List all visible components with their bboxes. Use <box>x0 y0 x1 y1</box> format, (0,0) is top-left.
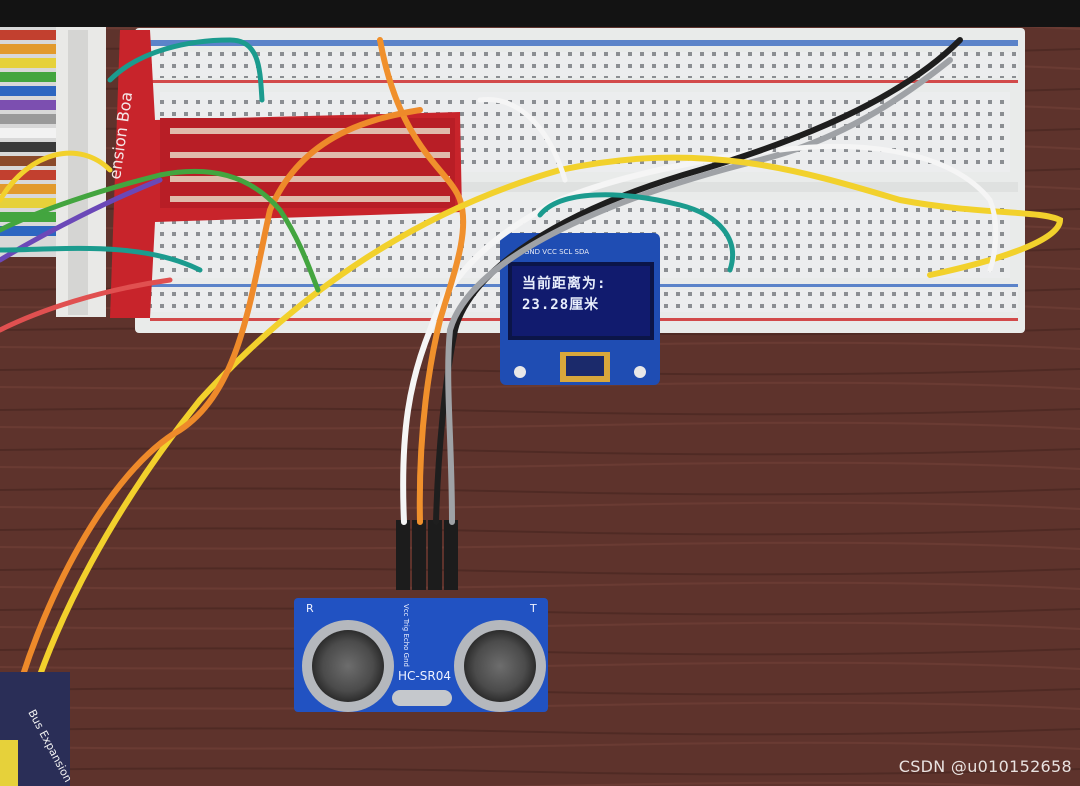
bus-expansion-board: Bus Expansion <box>0 672 75 786</box>
jumper-wires <box>0 37 1064 743</box>
oled-distance-value: 23.28厘米 <box>522 297 600 313</box>
oled-display-text: 当前距离为: 23.28厘米 <box>522 274 606 316</box>
sensor-pin-labels: Vcc Trig Echo Gnd <box>402 604 410 667</box>
sensor-receiver-mark: R <box>306 602 314 615</box>
top-bar <box>0 0 1080 27</box>
oled-pin-labels: GND VCC SCL SDA <box>524 248 589 256</box>
watermark: CSDN @u010152658 <box>898 757 1072 776</box>
sensor-header-connectors <box>396 520 458 590</box>
sensor-transmitter-mark: T <box>529 602 537 615</box>
ultrasonic-sensor: HC-SR04 R T Vcc Trig Echo Gnd <box>294 598 548 712</box>
ribbon-cable <box>0 27 106 317</box>
oled-distance-title: 当前距离为: <box>522 276 607 292</box>
sensor-model-label: HC-SR04 <box>398 669 451 683</box>
oled-module: GND VCC SCL SDA <box>500 233 660 385</box>
